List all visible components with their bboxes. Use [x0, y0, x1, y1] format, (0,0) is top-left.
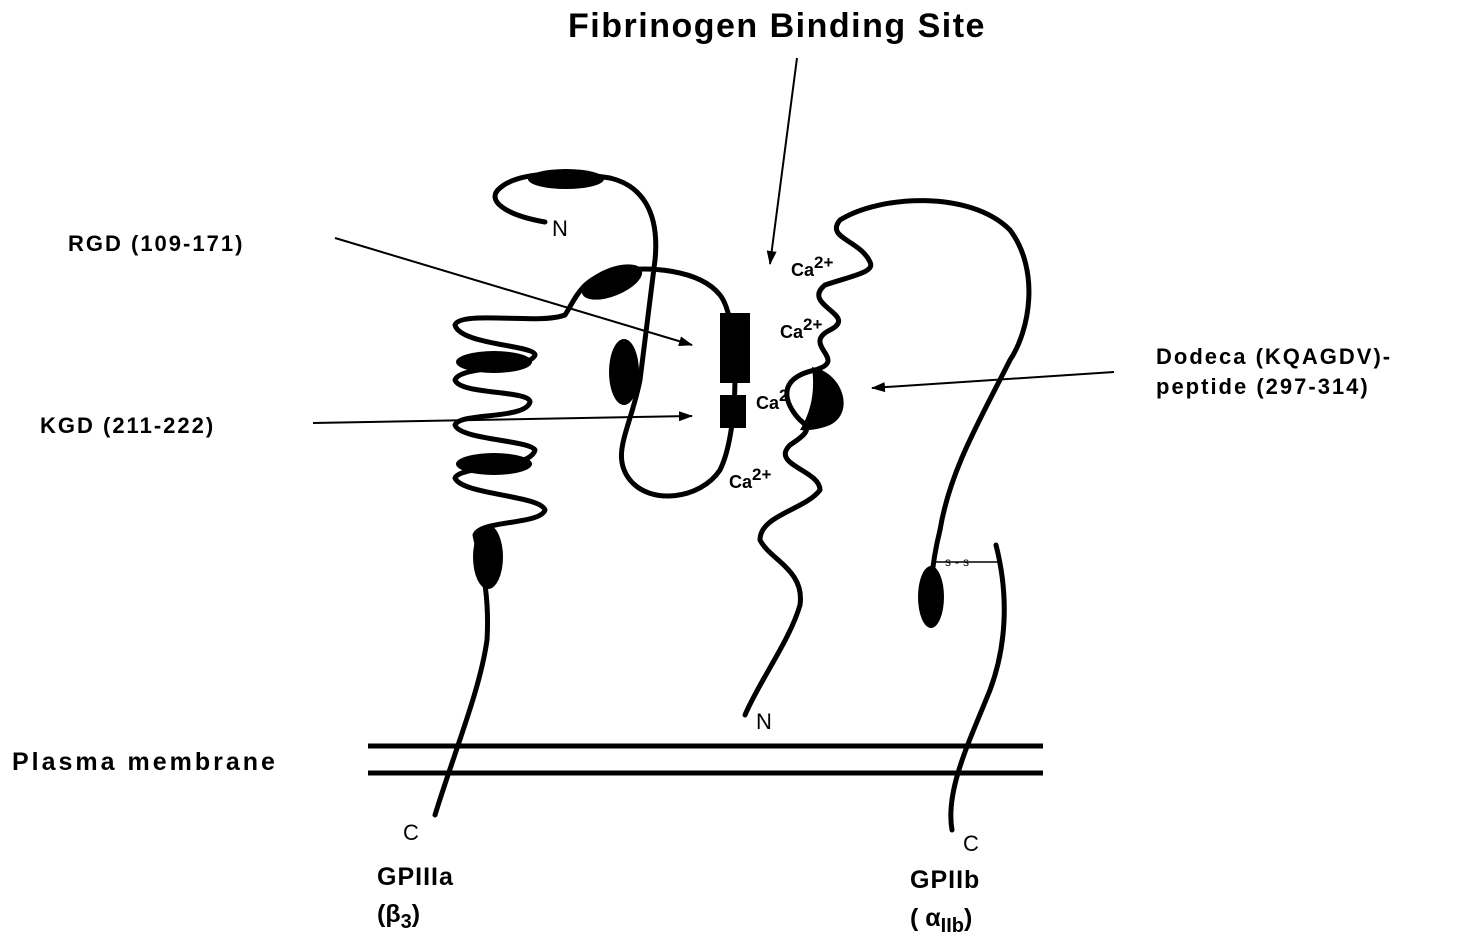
- gp2b-subunit-name: GPIIb: [910, 866, 980, 894]
- calcium-4-symbol: Ca: [729, 472, 753, 492]
- dodeca-arrow: [872, 372, 1114, 388]
- kgd-label: KGD (211-222): [40, 413, 215, 438]
- calcium-3-charge: 2: [779, 386, 788, 405]
- calcium-2-charge: 2+: [803, 315, 822, 334]
- gp2b-strand: [745, 201, 1029, 715]
- dodeca-binding-domain: [800, 367, 844, 430]
- gp3a-domain-upper: [577, 257, 647, 307]
- gp3a-domain-loop: [609, 339, 639, 405]
- calcium-1-symbol: Ca: [791, 260, 815, 280]
- calcium-site-2: Ca2+: [780, 315, 822, 342]
- kgd-binding-block: [720, 395, 746, 428]
- calcium-site-3: Ca2: [756, 386, 788, 413]
- calcium-3-symbol: Ca: [756, 393, 780, 413]
- rgd-label: RGD (109-171): [68, 231, 244, 256]
- kgd-arrow: [313, 416, 692, 423]
- calcium-4-charge: 2+: [752, 465, 771, 484]
- gp3a-strand: [435, 174, 735, 815]
- calcium-2-symbol: Ca: [780, 322, 804, 342]
- rgd-binding-block: [720, 313, 750, 383]
- gp3a-greek-subscript: 3: [401, 911, 412, 933]
- gp2b-n-terminus: N: [756, 709, 772, 734]
- gp3a-n-terminus: N: [552, 216, 568, 241]
- gp2b-paren-close: ): [964, 904, 972, 932]
- gp2b-greek-subscript: IIb: [941, 915, 964, 933]
- gp3a-domain-stalk: [473, 525, 503, 589]
- dodeca-label-line2: peptide (297-314): [1156, 374, 1370, 399]
- gp3a-c-terminus: C: [403, 820, 419, 845]
- gp2b-tm-strand: [951, 545, 1004, 830]
- calcium-site-4: Ca2+: [729, 465, 771, 492]
- gp2b-subunit-greek: ( αIIb): [910, 904, 972, 933]
- gp2b-greek-letter: α: [925, 904, 941, 932]
- gp3a-paren-close: ): [412, 900, 420, 928]
- rgd-arrow: [335, 238, 692, 345]
- dodeca-label-line1: Dodeca (KQAGDV)-: [1156, 344, 1392, 369]
- gp3a-greek-letter: β: [385, 900, 400, 928]
- gp3a-domain-top: [528, 169, 604, 189]
- gp3a-subunit-name: GPIIIa: [377, 863, 454, 891]
- gp3a-domain-coil2: [456, 453, 532, 475]
- diagram-title: Fibrinogen Binding Site: [568, 7, 986, 45]
- plasma-membrane-label: Plasma membrane: [12, 748, 278, 776]
- calcium-site-1: Ca2+: [791, 253, 833, 280]
- gp3a-subunit-greek: (β3): [377, 900, 420, 933]
- gp2b-domain: [918, 566, 944, 628]
- gp2b-paren-open: (: [910, 904, 925, 932]
- gp2b-c-terminus: C: [963, 831, 979, 856]
- disulfide-bond-label: s-s: [945, 555, 973, 569]
- gp3a-domain-coil1: [456, 351, 532, 373]
- calcium-1-charge: 2+: [814, 253, 833, 272]
- binding-site-arrow: [770, 58, 797, 264]
